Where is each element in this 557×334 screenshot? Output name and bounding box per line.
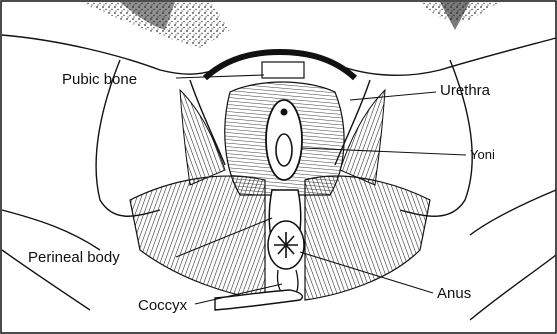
urethral-opening xyxy=(281,109,288,116)
vaginal-opening xyxy=(266,100,302,180)
label-anus: Anus xyxy=(437,285,471,302)
label-urethra: Urethra xyxy=(440,82,491,99)
pubic-symphysis xyxy=(262,62,304,78)
label-coccyx: Coccyx xyxy=(138,297,188,314)
label-perineal-body: Perineal body xyxy=(28,249,120,266)
label-pubic-bone: Pubic bone xyxy=(62,71,137,88)
label-yoni: Yoni xyxy=(470,147,495,162)
